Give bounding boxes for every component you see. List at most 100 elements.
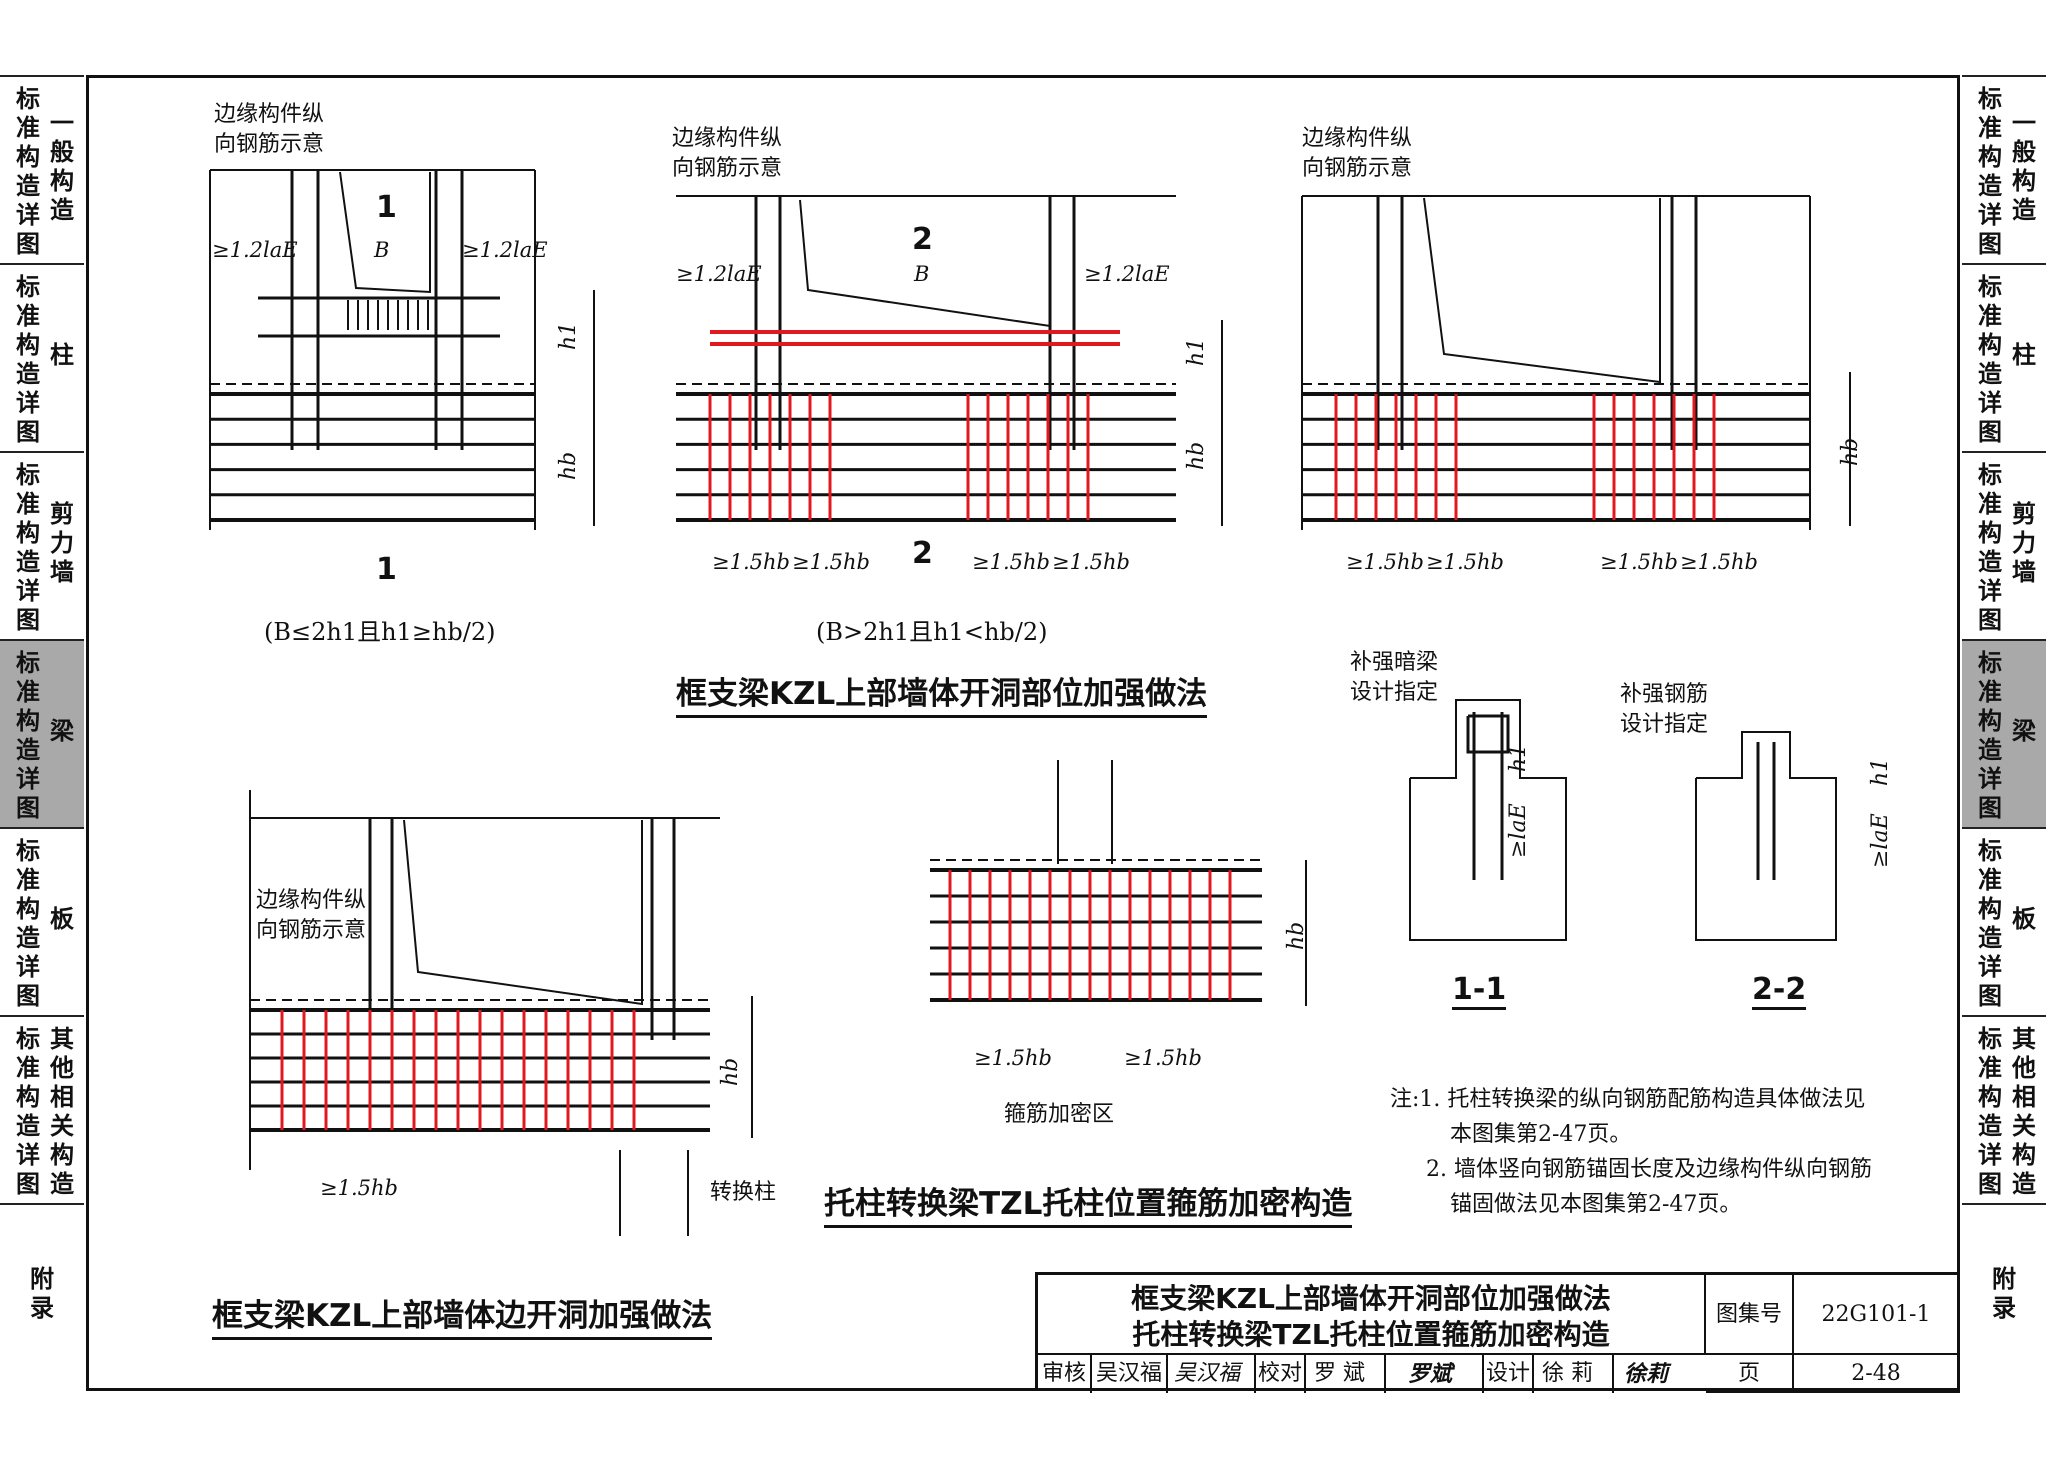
right-tab-3[interactable]: 标准构造详图梁 [1962, 639, 2046, 827]
stirrup-zone-label: 箍筋加密区 [1004, 1102, 1115, 1127]
designer-name: 徐 莉 [1542, 1361, 1593, 1386]
right-tab-1[interactable]: 标准构造详图柱 [1962, 263, 2046, 451]
right-tab-6[interactable]: 附录 [1962, 1203, 2046, 1391]
tab-label: 标准构造详图 [1978, 649, 2002, 822]
tab-category: 剪力墙 [50, 499, 74, 586]
dim-hb-4: hb [718, 1057, 743, 1086]
page-number: 2-48 [1794, 1355, 1960, 1393]
edge-member-label-2: 边缘构件纵向钢筋示意 [672, 126, 783, 181]
left-tab-1[interactable]: 标准构造详图柱 [0, 263, 84, 451]
tab-label: 标准构造详图 [1978, 1025, 2002, 1198]
tab-label: 附录 [1992, 1265, 2016, 1322]
dim-hb-5: hb [1284, 921, 1309, 950]
designer-signature: 徐莉 [1624, 1361, 1669, 1387]
tab-label: 标准构造详图 [16, 837, 40, 1010]
dim-15hb-8: ≥1.5hb [1680, 550, 1758, 574]
drawing-frame [86, 75, 1960, 1391]
dim-15hb-6: ≥1.5hb [1426, 550, 1504, 574]
section-mark-1-top: 1 [376, 190, 397, 225]
right-tab-2[interactable]: 标准构造详图剪力墙 [1962, 451, 2046, 639]
checker-signature: 罗斌 [1408, 1361, 1453, 1387]
tab-category: 板 [50, 904, 74, 933]
dim-15hb-9: ≥1.5hb [320, 1176, 398, 1200]
right-tab-5[interactable]: 标准构造详图其他相关构造 [1962, 1015, 2046, 1203]
dim-15hb-10: ≥1.5hb [974, 1046, 1052, 1070]
tab-category: 板 [2012, 904, 2036, 933]
tab-label: 标准构造详图 [16, 649, 40, 822]
section-label-1-1: 1-1 [1452, 972, 1507, 1010]
hidden-beam-label: 补强暗梁设计指定 [1350, 650, 1439, 705]
dim-15hb-3: ≥1.5hb [972, 550, 1050, 574]
edge-member-label-3: 边缘构件纵向钢筋示意 [1302, 126, 1413, 181]
tab-label: 标准构造详图 [16, 461, 40, 634]
note-line-1: 注:1. 托柱转换梁的纵向钢筋配筋构造具体做法见 [1390, 1087, 1866, 1112]
dim-h1-2: h1 [1184, 337, 1209, 366]
opening-b [799, 199, 1051, 328]
tab-category: 其他相关构造 [50, 1025, 74, 1198]
dim-hb-2: hb [1184, 441, 1209, 470]
tab-label: 标准构造详图 [16, 1025, 40, 1198]
atlas-label: 图集号 [1706, 1275, 1794, 1355]
atlas-number: 22G101-1 [1794, 1275, 1960, 1355]
reviewer-name: 吴汉福 [1096, 1361, 1163, 1386]
dim-B-1: B [374, 238, 390, 262]
left-tab-4[interactable]: 标准构造详图板 [0, 827, 84, 1015]
title-block-line-2: 托柱转换梁TZL托柱位置箍筋加密构造 [1132, 1318, 1610, 1351]
dim-h1-4: h1 [1868, 757, 1893, 786]
note-line-3: 2. 墙体竖向钢筋锚固长度及边缘构件纵向钢筋 [1426, 1157, 1872, 1182]
tab-label: 标准构造详图 [16, 85, 40, 258]
left-tab-0[interactable]: 标准构造详图一般构造 [0, 75, 84, 263]
dim-15hb-4: ≥1.5hb [1052, 550, 1130, 574]
dim-12lae-4: ≥1.2laE [1084, 262, 1170, 286]
notes: 注:1. 托柱转换梁的纵向钢筋配筋构造具体做法见 本图集第2-47页。 2. 墙… [1390, 1082, 1872, 1222]
right-tab-0[interactable]: 标准构造详图一般构造 [1962, 75, 2046, 263]
dim-15hb-7: ≥1.5hb [1600, 550, 1678, 574]
reviewer-signature: 吴汉福 [1174, 1361, 1241, 1386]
review-label: 审核 [1042, 1361, 1087, 1386]
dim-lae-2: ≥laE [1868, 813, 1893, 868]
reinforcing-bar-label: 补强钢筋设计指定 [1620, 682, 1709, 737]
dim-12lae-3: ≥1.2laE [676, 262, 762, 286]
left-tab-6[interactable]: 附录 [0, 1203, 84, 1391]
left-tab-3[interactable]: 标准构造详图梁 [0, 639, 84, 827]
transfer-column-label: 转换柱 [710, 1180, 777, 1205]
dim-12lae-2: ≥1.2laE [462, 238, 548, 262]
title-edge-opening-reinforcement: 框支梁KZL上部墙体边开洞加强做法 [212, 1290, 713, 1340]
right-tab-4[interactable]: 标准构造详图板 [1962, 827, 2046, 1015]
section-mark-2-top: 2 [912, 222, 933, 257]
left-tab-5[interactable]: 标准构造详图其他相关构造 [0, 1015, 84, 1203]
check-label: 校对 [1258, 1361, 1303, 1386]
opening-a [339, 171, 431, 294]
left-tab-column: 标准构造详图一般构造标准构造详图柱标准构造详图剪力墙标准构造详图梁标准构造详图板… [0, 75, 84, 1391]
dim-15hb-11: ≥1.5hb [1124, 1046, 1202, 1070]
condition-1: (B≤2h1且h1≥hb/2) [264, 618, 496, 646]
dim-hb-1: hb [556, 451, 581, 480]
dim-B-2: B [914, 262, 930, 286]
dim-h1-1: h1 [556, 321, 581, 350]
tab-category: 梁 [2012, 716, 2036, 745]
section-1-hidden-beam [1466, 714, 1510, 754]
left-tab-2[interactable]: 标准构造详图剪力墙 [0, 451, 84, 639]
tab-category: 其他相关构造 [2012, 1025, 2036, 1198]
section-mark-2-bottom: 2 [912, 536, 933, 571]
dim-15hb-2: ≥1.5hb [792, 550, 870, 574]
dim-15hb-1: ≥1.5hb [712, 550, 790, 574]
dim-lae-1: ≥laE [1506, 803, 1531, 858]
title-opening-reinforcement: 框支梁KZL上部墙体开洞部位加强做法 [676, 668, 1208, 718]
condition-2: (B>2h1且h1<hb/2) [816, 618, 1048, 646]
design-label: 设计 [1486, 1361, 1531, 1386]
title-block-line-1: 框支梁KZL上部墙体开洞部位加强做法 [1131, 1282, 1611, 1315]
note-line-4: 锚固做法见本图集第2-47页。 [1450, 1192, 1742, 1217]
section-2-outline [1695, 731, 1837, 941]
checker-name: 罗 斌 [1314, 1361, 1365, 1386]
tab-category: 柱 [50, 340, 74, 369]
title-block: 框支梁KZL上部墙体开洞部位加强做法 托柱转换梁TZL托柱位置箍筋加密构造 图集… [1035, 1272, 1960, 1393]
opening-d [403, 819, 643, 1006]
tab-category: 一般构造 [2012, 109, 2036, 224]
dim-15hb-5: ≥1.5hb [1346, 550, 1424, 574]
title-block-main: 框支梁KZL上部墙体开洞部位加强做法 托柱转换梁TZL托柱位置箍筋加密构造 [1038, 1275, 1706, 1355]
tab-category: 一般构造 [50, 109, 74, 224]
edge-member-label-1: 边缘构件纵向钢筋示意 [214, 102, 325, 157]
tab-label: 标准构造详图 [1978, 837, 2002, 1010]
